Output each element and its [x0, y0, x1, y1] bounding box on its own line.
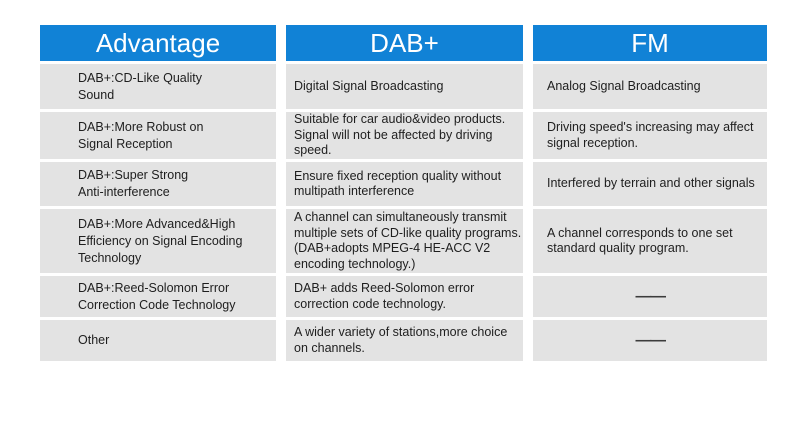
cell-advantage-row1: DAB+:CD-Like Quality Sound — [40, 64, 276, 109]
cell-fm-row2: Driving speed's increasing may affect si… — [533, 112, 767, 159]
cell-fm-row6-dash: —— — [533, 320, 767, 361]
cell-fm-row4: A channel corresponds to one set standar… — [533, 209, 767, 273]
cell-fm-row1: Analog Signal Broadcasting — [533, 64, 767, 109]
cell-dab-row5: DAB+ adds Reed-Solomon error correction … — [286, 276, 523, 317]
cell-advantage-row3: DAB+:Super Strong Anti-interference — [40, 162, 276, 206]
cell-fm-row3: Interfered by terrain and other signals — [533, 162, 767, 206]
cell-fm-row5-dash: —— — [533, 276, 767, 317]
comparison-table: Advantage DAB+ FM DAB+:CD-Like Quality S… — [40, 25, 767, 361]
cell-advantage-row5: DAB+:Reed-Solomon Error Correction Code … — [40, 276, 276, 317]
cell-dab-row3: Ensure fixed reception quality without m… — [286, 162, 523, 206]
cell-advantage-row2: DAB+:More Robust on Signal Reception — [40, 112, 276, 159]
header-advantage: Advantage — [40, 25, 276, 61]
cell-dab-row1: Digital Signal Broadcasting — [286, 64, 523, 109]
cell-advantage-row6: Other — [40, 320, 276, 361]
header-dab: DAB+ — [286, 25, 523, 61]
cell-advantage-row4: DAB+:More Advanced&High Efficiency on Si… — [40, 209, 276, 273]
cell-dab-row6: A wider variety of stations,more choice … — [286, 320, 523, 361]
cell-dab-row4: A channel can simultaneously transmit mu… — [286, 209, 523, 273]
cell-dab-row2: Suitable for car audio&video products. S… — [286, 112, 523, 159]
header-fm: FM — [533, 25, 767, 61]
